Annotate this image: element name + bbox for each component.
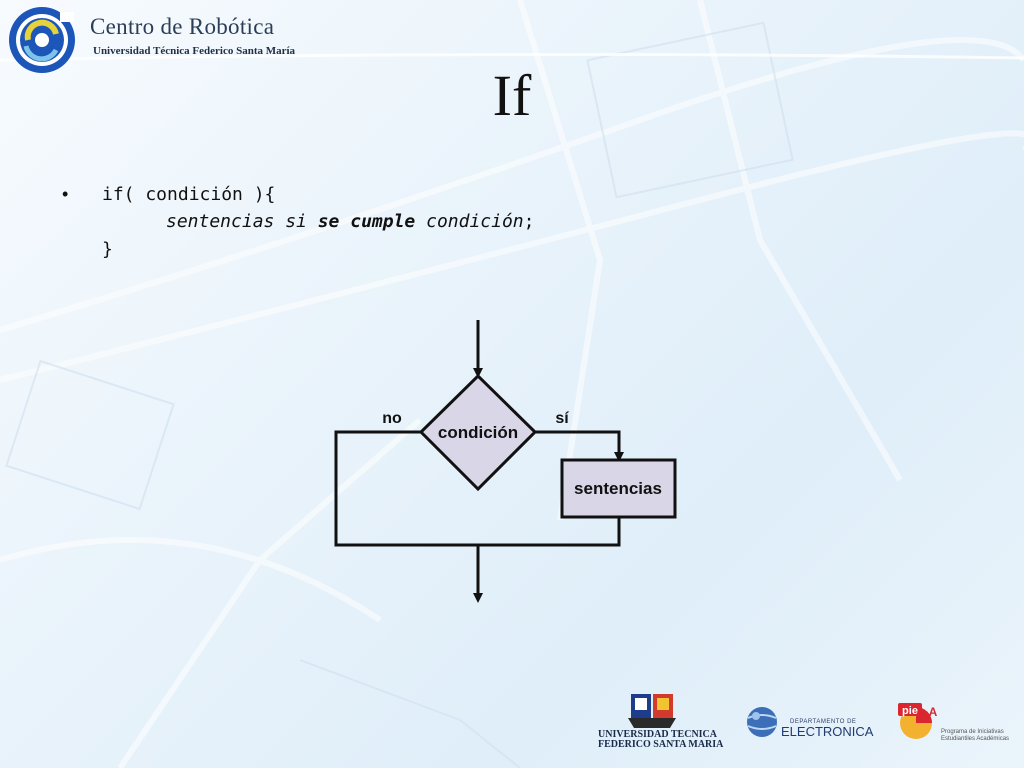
code-statement-end: ; (523, 211, 535, 232)
yes-branch-line (535, 430, 624, 462)
dept-label-large: ELECTRONICA (781, 724, 874, 739)
usm-name-line-2: FEDERICO SANTA MARIA (598, 739, 724, 750)
dept-label-small: DEPARTAMENTO DE (790, 719, 857, 725)
pie-logo-suffix: A (929, 705, 938, 719)
merge-line (478, 517, 621, 547)
usm-name-line-1: UNIVERSIDAD TECNICA (598, 729, 718, 740)
decision-diamond (418, 373, 538, 492)
pie-caption-line-1: Programa de Iniciativas (941, 729, 1004, 735)
pie-logo-icon: pie A (898, 703, 938, 739)
process-box (560, 458, 677, 519)
org-name: Centro de Robótica (90, 14, 275, 39)
pie-caption-line-2: Estudiantiles Académicas (941, 736, 1010, 742)
org-subtitle: Universidad Técnica Federico Santa María (93, 45, 296, 57)
centro-robotica-logo-icon (9, 7, 75, 73)
code-statement-text: sentencias si (166, 211, 318, 232)
code-statement-condition: condición (415, 211, 524, 232)
code-block: • if( condición ){ sentencias si se cumpl… (62, 180, 534, 264)
code-line-1: • if( condición ){ (62, 180, 534, 208)
pie-logo-text: pie (902, 705, 918, 717)
process-label: sentencias (574, 479, 662, 498)
electronica-globe-icon (747, 707, 777, 737)
bullet-icon: • (62, 184, 69, 204)
code-statement-bold: se cumple (317, 211, 416, 232)
code-line-2: sentencias si se cumple condición; (62, 208, 534, 236)
decision-label: condición (438, 423, 518, 442)
code-line-3: } (62, 236, 534, 264)
code-if-statement: if( condición ){ (102, 184, 276, 205)
code-closing-brace: } (102, 239, 113, 260)
header-band (0, 52, 1024, 62)
usm-crest-icon (628, 694, 676, 728)
no-label: no (382, 410, 402, 427)
yes-label: sí (555, 410, 569, 427)
no-branch-line (334, 430, 478, 547)
slide-title: If (492, 63, 532, 128)
